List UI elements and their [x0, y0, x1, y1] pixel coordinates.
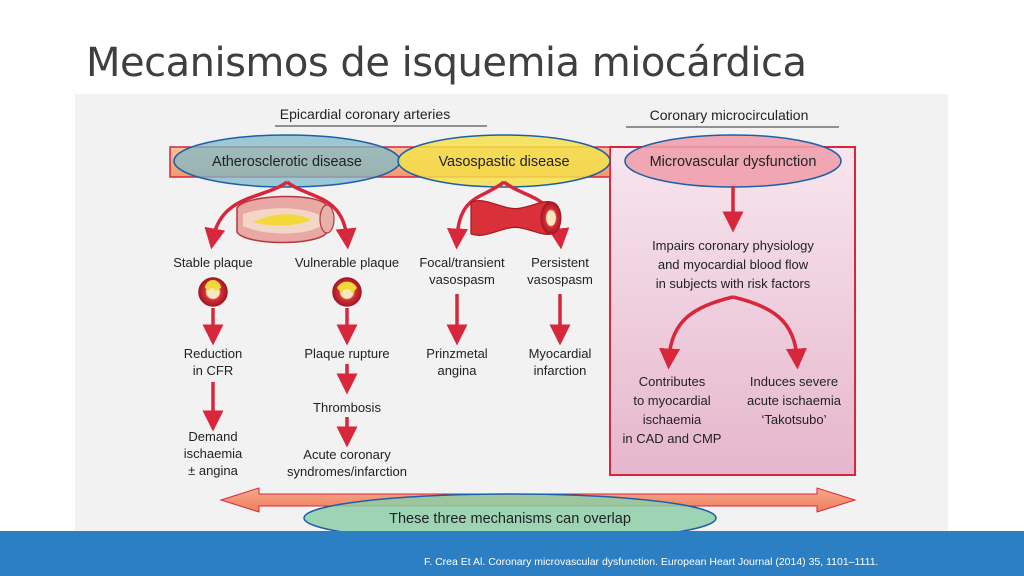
label-persistent-1: Persistent — [531, 255, 589, 270]
arrow-vaso-focal — [446, 180, 506, 250]
label-contrib-1: Contributes — [639, 374, 706, 389]
label-mi-1: Myocardial — [529, 346, 592, 361]
vasospastic-vessel-illustration — [470, 200, 562, 236]
label-acs-2: syndromes/infarction — [287, 464, 407, 479]
diagram-arrows — [202, 180, 807, 448]
label-impairs-3: in subjects with risk factors — [656, 276, 811, 291]
label-prinzmetal-1: Prinzmetal — [426, 346, 488, 361]
label-contrib-4: in CAD and CMP — [623, 431, 722, 446]
label-stable-plaque: Stable plaque — [173, 255, 253, 270]
ischemia-mechanisms-figure: Epicardial coronary arteries Coronary mi… — [75, 94, 948, 538]
label-induces-3: ‘Takotsubo’ — [761, 412, 826, 427]
arrow-impairs-induces — [732, 295, 807, 370]
mechanisms-diagram: Epicardial coronary arteries Coronary mi… — [169, 106, 857, 538]
footer-band — [0, 537, 1024, 576]
label-plaque-rupture: Plaque rupture — [304, 346, 389, 361]
citation: F. Crea Et Al. Coronary microvascular dy… — [424, 556, 879, 568]
label-impairs-2: and myocardial blood flow — [658, 257, 809, 272]
arrow-athero-vulnerable — [285, 180, 357, 250]
label-vulnerable-plaque: Vulnerable plaque — [295, 255, 399, 270]
label-prinzmetal-2: angina — [437, 363, 477, 378]
label-demand-2: ischaemia — [184, 446, 243, 461]
label-focal-1: Focal/transient — [419, 255, 505, 270]
label-reduction-2: in CFR — [193, 363, 233, 378]
label-focal-2: vasospasm — [429, 272, 495, 287]
overlap-label: These three mechanisms can overlap — [389, 511, 631, 527]
atherosclerotic-vessel-illustration — [236, 195, 335, 244]
vaso-ellipse — [397, 134, 611, 188]
label-contrib-2: to myocardial — [633, 393, 710, 408]
vulnerable-plaque-core — [337, 281, 357, 294]
label-induces-1: Induces severe — [750, 374, 838, 389]
overlap-ellipse — [303, 493, 717, 538]
label-reduction-1: Reduction — [184, 346, 243, 361]
label-persistent-2: vasospasm — [527, 272, 593, 287]
footer-accent-strip — [0, 531, 1024, 537]
arrow-impairs-contrib — [659, 295, 734, 370]
label-impairs-1: Impairs coronary physiology — [652, 238, 814, 253]
header-epicardial: Epicardial coronary arteries — [280, 106, 450, 122]
label-mi-2: infarction — [534, 363, 587, 378]
label-contrib-3: ischaemia — [643, 412, 702, 427]
stable-plaque-core — [205, 280, 221, 291]
label-acs-1: Acute coronary — [303, 447, 391, 462]
label-demand-1: Demand — [188, 429, 237, 444]
label-demand-3: ± angina — [188, 463, 239, 478]
arrow-athero-stable — [204, 180, 289, 250]
label-induces-2: acute ischaemia — [747, 393, 842, 408]
microvascular-label: Microvascular dysfunction — [650, 154, 817, 170]
slide-title: Mecanismos de isquemia miocárdica — [86, 40, 807, 86]
vaso-label: Vasospastic disease — [438, 154, 569, 170]
header-micro: Coronary microcirculation — [650, 107, 809, 123]
label-thrombosis: Thrombosis — [313, 400, 381, 415]
athero-label: Atherosclerotic disease — [212, 154, 362, 170]
